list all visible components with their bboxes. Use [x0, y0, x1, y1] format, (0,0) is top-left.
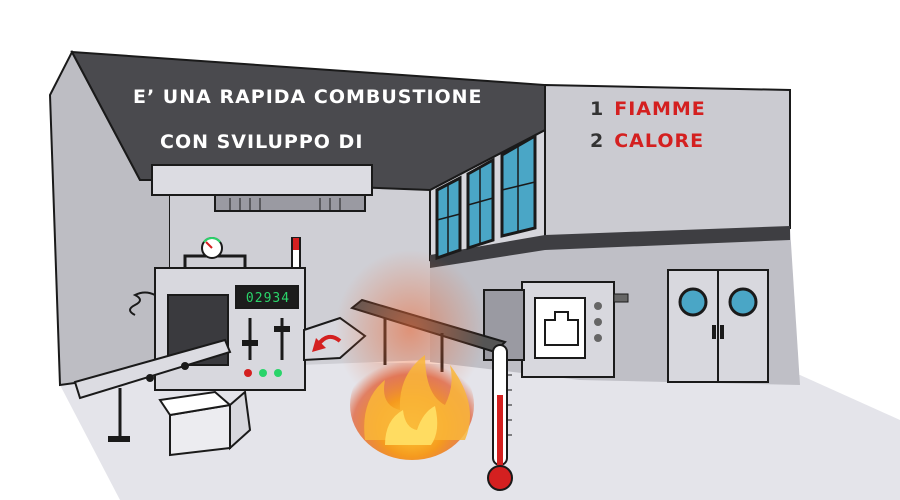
double-doors — [667, 269, 769, 383]
cardboard-box — [158, 390, 252, 457]
ceiling — [70, 50, 546, 192]
ventilation-hood — [151, 164, 373, 212]
left-conveyor — [73, 338, 232, 442]
caption-line-2: CON SVILUPPO DI — [160, 131, 364, 153]
overhang-band — [430, 226, 790, 268]
caption-line-1: E’ UNA RAPIDA COMBUSTIONE — [133, 86, 483, 108]
list-label: FIAMME — [614, 98, 706, 120]
windows — [435, 133, 537, 261]
list-label: CALORE — [614, 130, 705, 152]
fire-icon — [335, 250, 485, 460]
thermometer-icon — [487, 344, 513, 491]
list-item-fiamme: 1 FIAMME — [590, 98, 706, 120]
list-item-calore: 2 CALORE — [590, 130, 704, 152]
list-number: 2 — [590, 130, 605, 152]
floor — [60, 360, 900, 500]
list-number: 1 — [590, 98, 605, 120]
machine-display-value: 02934 — [245, 291, 291, 306]
right-machine — [483, 281, 629, 378]
digital-display — [235, 285, 299, 309]
